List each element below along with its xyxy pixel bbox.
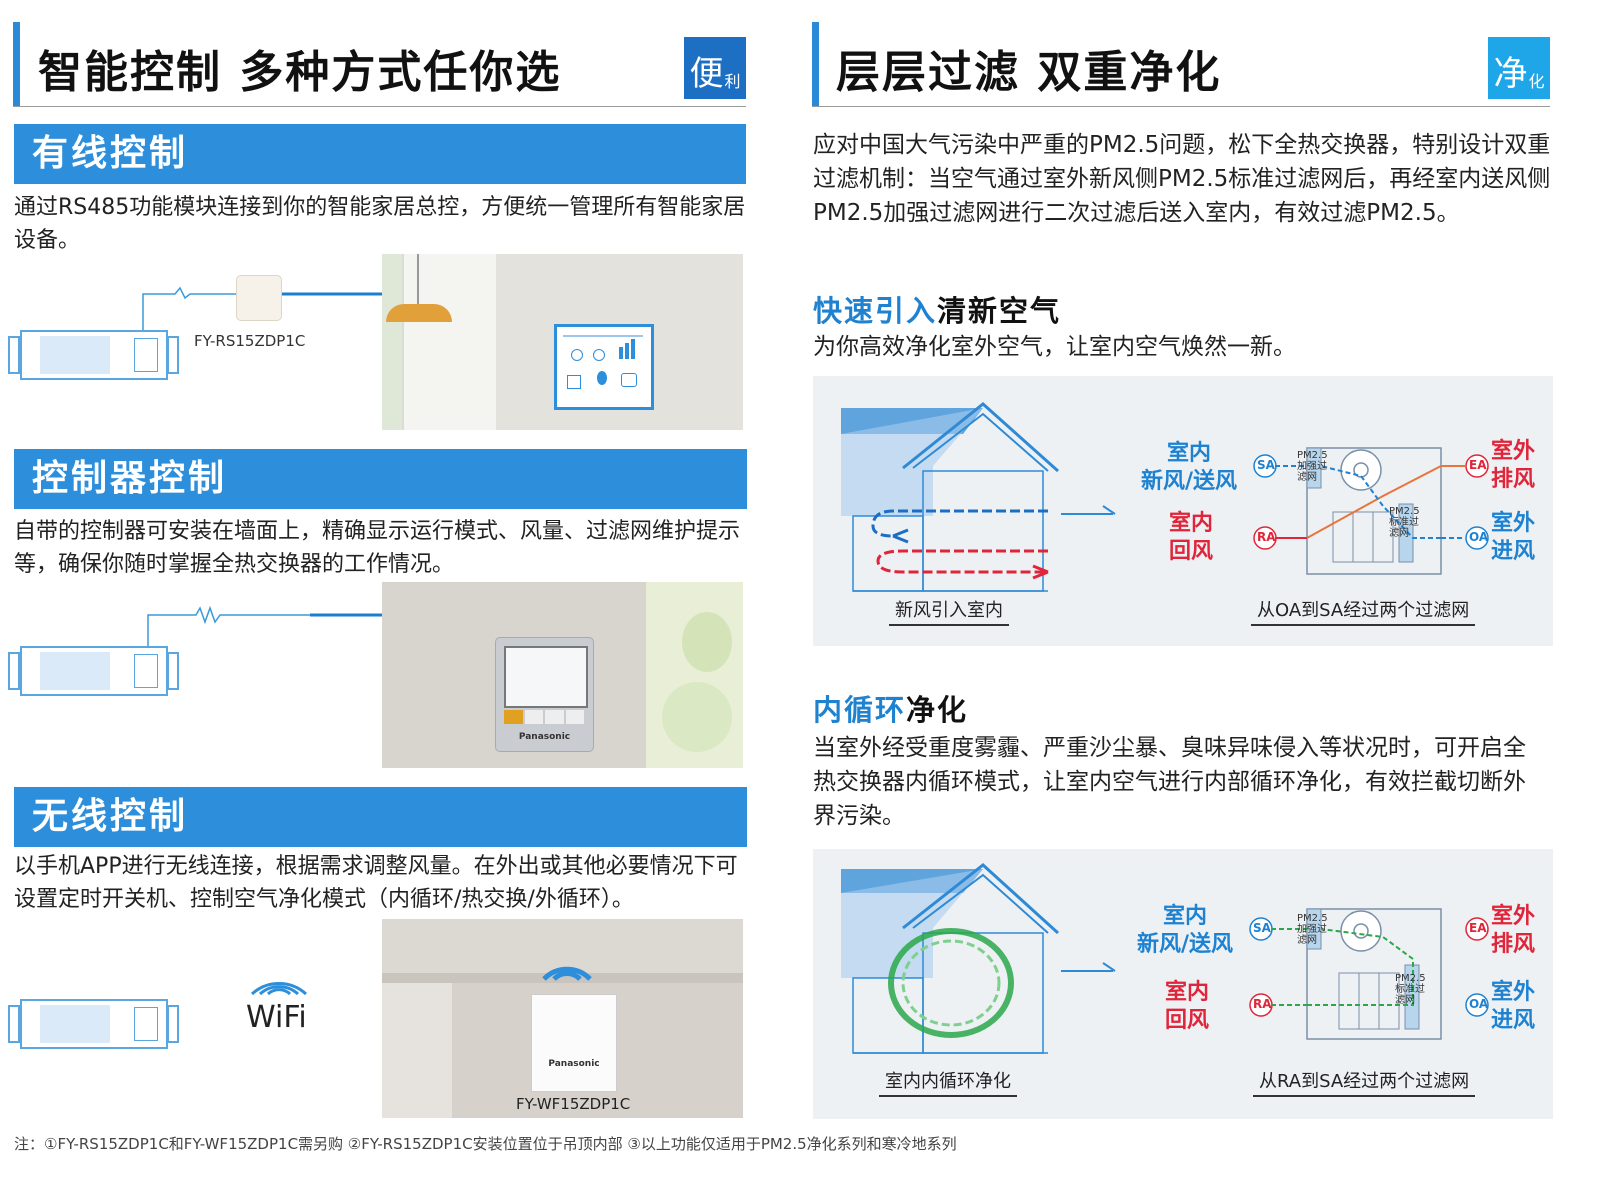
unit-flange-left: [8, 1005, 20, 1043]
filter-std-label: PM2.5标准过滤网: [1389, 506, 1420, 539]
filtration-intro: 应对中国大气污染中严重的PM2.5问题，松下全热交换器，特别设计双重过滤机制：当…: [813, 132, 1551, 226]
rs485-model-label: FY-RS15ZDP1C: [194, 332, 306, 350]
caption-loop-unit: 从RA到SA经过两个过滤网: [1253, 1067, 1476, 1097]
port-ra: RA: [1257, 530, 1276, 544]
adapter-brand: Panasonic: [548, 1059, 600, 1069]
rs485-module: [236, 275, 282, 321]
room-photo-wireless: Panasonic FY-WF15ZDP1C: [382, 919, 743, 1118]
right-header-rule: [812, 106, 1550, 107]
wifi-adapter: Panasonic: [531, 994, 617, 1092]
port-ra: RA: [1253, 997, 1272, 1011]
wifi-icon: [250, 982, 308, 996]
port-sa: SA: [1253, 921, 1271, 935]
left-header-rule: [13, 106, 746, 107]
wifi-signal-icon: [542, 966, 592, 981]
exchanger-unit-fresh: [1253, 447, 1489, 575]
port-ea: EA: [1469, 921, 1487, 935]
label-indoor-return: 室内回风: [1169, 511, 1214, 564]
subhead-fresh-air: 快速引入清新空气: [813, 294, 1062, 328]
house-internal-loop: [841, 863, 1060, 1054]
left-page-title: 智能控制 多种方式任你选: [38, 47, 562, 98]
label-outdoor-exhaust: 室外排风: [1491, 904, 1536, 957]
label-outdoor-intake: 室外进风: [1491, 980, 1536, 1033]
room-photo-wired: [382, 254, 743, 430]
right-header-accent: [812, 22, 819, 106]
fresh-air-desc: 为你高效净化室外空气，让室内空气焕然一新。: [813, 334, 1296, 360]
label-indoor-supply: 室内新风/送风: [1141, 441, 1238, 494]
filter-strong-label: PM2.5加强过滤网: [1297, 913, 1328, 946]
pendant-lamp: [386, 304, 452, 322]
section-title-controller: 控制器控制: [14, 449, 747, 509]
section-title-wired: 有线控制: [14, 124, 746, 184]
caption-fresh-house: 新风引入室内: [889, 596, 1009, 626]
section-desc-controller: 自带的控制器可安装在墙面上，精确显示运行模式、风量、过滤网维护提示等，确保你随时…: [14, 519, 741, 577]
port-oa: OA: [1469, 997, 1489, 1011]
filter-strong-label: PM2.5加强过滤网: [1297, 450, 1328, 483]
unit-flange-right: [167, 1005, 179, 1043]
flow-arrow: [1061, 962, 1116, 972]
room-photo-controller: Panasonic: [382, 582, 743, 768]
section-desc-wired: 通过RS485功能模块连接到你的智能家居总控，方便统一管理所有智能家居设备。: [14, 195, 746, 253]
fresh-air-diagram: 室内新风/送风 室内回风 室外排风 室外进风 SA RA EA OA PM2.5…: [813, 376, 1553, 646]
section-desc-wireless: 以手机APP进行无线连接，根据需求调整风量。在外出或其他必要情况下可设置定时开关…: [14, 854, 738, 912]
controller-brand: Panasonic: [518, 732, 571, 742]
smart-home-panel: [554, 324, 654, 410]
house-fresh-air: [841, 402, 1059, 592]
caption-loop-house: 室内内循环净化: [879, 1067, 1017, 1097]
unit-flange-left: [8, 336, 20, 374]
filter-std-label: PM2.5标准过滤网: [1395, 973, 1426, 1006]
exchanger-unit-loop: [1249, 908, 1489, 1040]
internal-loop-diagram: 室内新风/送风 室内回风 室外排风 室外进风 SA RA EA OA PM2.5…: [813, 849, 1553, 1119]
section-title-wireless: 无线控制: [14, 787, 747, 847]
label-indoor-supply: 室内新风/送风: [1137, 904, 1234, 957]
flow-arrow: [1061, 505, 1116, 515]
label-outdoor-exhaust: 室外排风: [1491, 439, 1536, 492]
wifi-label: WiFi: [246, 1000, 307, 1035]
label-outdoor-intake: 室外进风: [1491, 511, 1536, 564]
heat-exchanger-unit: [20, 646, 168, 696]
wall-controller: Panasonic: [495, 637, 594, 752]
controller-cable: [147, 605, 552, 646]
subhead-internal-loop: 内循环净化: [813, 693, 969, 727]
right-page-title: 层层过滤 双重净化: [836, 47, 1222, 98]
left-header-accent: [13, 22, 20, 106]
controller-screen: [504, 646, 588, 708]
unit-flange-left: [8, 652, 20, 690]
wifi-model-label: FY-WF15ZDP1C: [516, 1095, 631, 1113]
heat-exchanger-unit: [20, 330, 168, 380]
internal-loop-desc: 当室外经受重度雾霾、严重沙尘暴、臭味异味侵入等状况时，可开启全热交换器内循环模式…: [813, 735, 1526, 829]
label-indoor-return: 室内回风: [1165, 980, 1210, 1033]
caption-fresh-unit: 从OA到SA经过两个过滤网: [1251, 596, 1476, 626]
unit-flange-right: [167, 336, 179, 374]
unit-flange-right: [167, 652, 179, 690]
port-oa: OA: [1469, 530, 1489, 544]
port-sa: SA: [1257, 458, 1275, 472]
port-ea: EA: [1469, 458, 1487, 472]
purification-badge: 净化: [1488, 37, 1550, 99]
heat-exchanger-unit: [20, 999, 168, 1049]
footnote: 注：①FY-RS15ZDP1C和FY-WF15ZDP1C需另购 ②FY-RS15…: [14, 1135, 957, 1153]
convenience-badge: 便利: [684, 37, 746, 99]
